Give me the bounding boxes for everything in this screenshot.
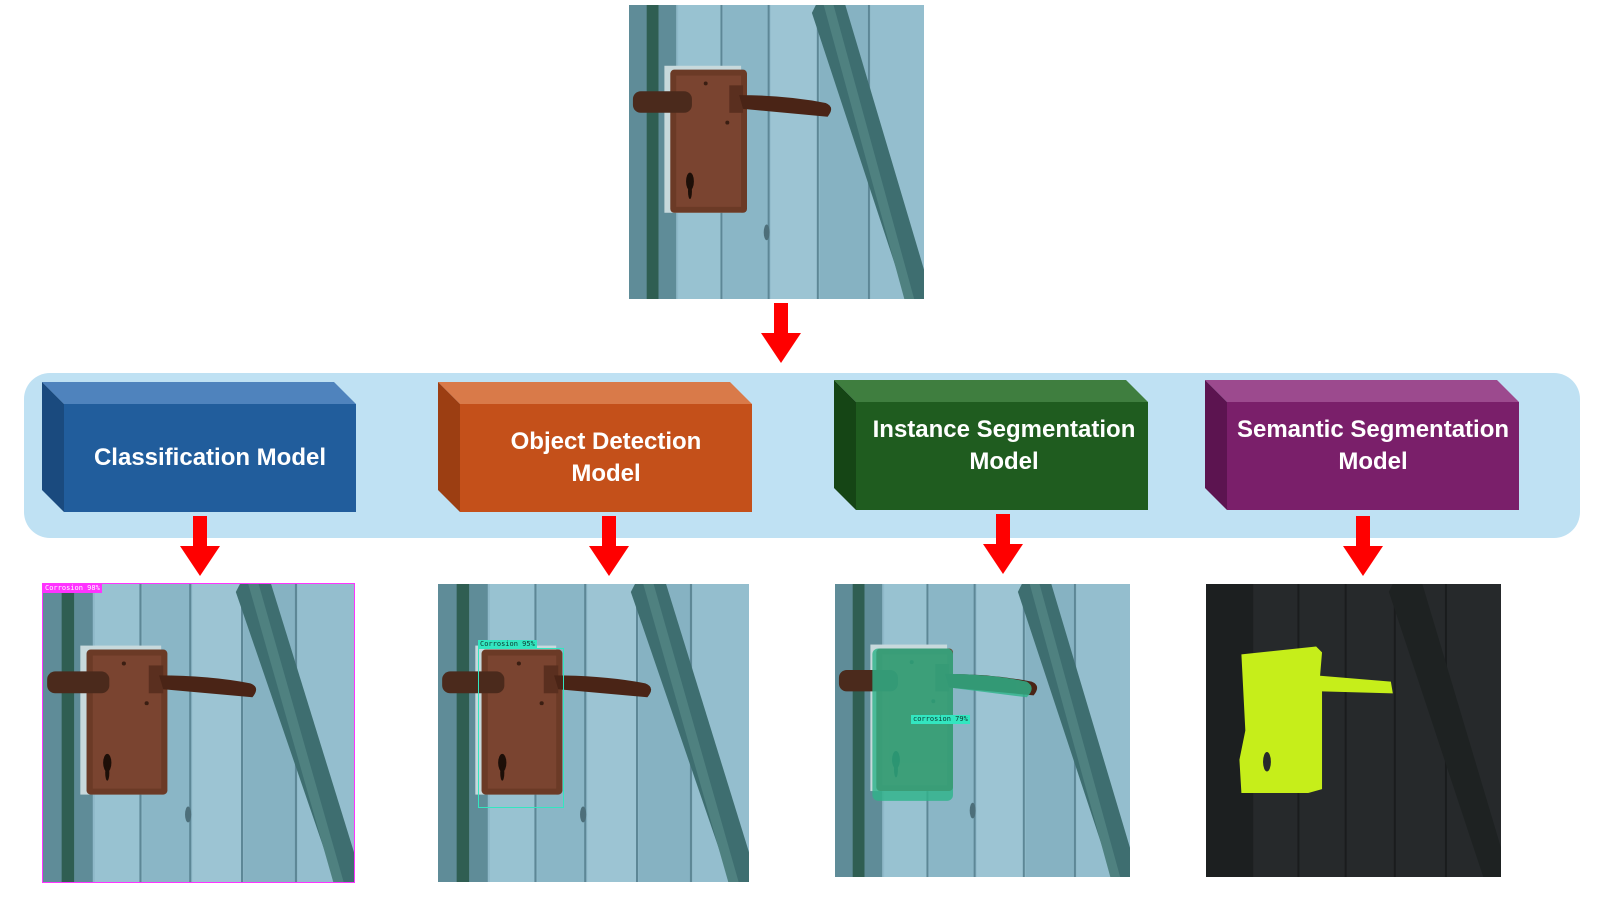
detection-bounding-box	[478, 648, 564, 808]
object-detection-model-box: Object Detection Model	[438, 382, 752, 512]
arrow-down-icon	[180, 516, 220, 576]
model-label: Classification Model	[93, 444, 327, 471]
arrow-down-icon	[761, 303, 801, 363]
arrow-down-icon	[589, 516, 629, 576]
model-label: Semantic Segmentation Model	[1236, 416, 1510, 475]
detection-tag: Corrosion 95%	[478, 640, 537, 649]
model-label: Object Detection Model	[510, 428, 702, 487]
detection-output-image: Corrosion 95%	[438, 584, 749, 882]
instance-segmentation-model-box: Instance Segmentation Model	[834, 380, 1148, 510]
arrow-down-icon	[1343, 516, 1383, 576]
input-image	[629, 5, 924, 299]
instance-tag: corrosion 79%	[911, 715, 970, 724]
arrow-down-icon	[983, 514, 1023, 574]
classification-tag: Corrosion 98%	[43, 584, 102, 593]
model-label: Instance Segmentation Model	[872, 416, 1136, 475]
instance-output-image: corrosion 79%	[835, 584, 1130, 877]
semantic-segmentation-model-box: Semantic Segmentation Model	[1205, 380, 1519, 510]
classification-output-image: Corrosion 98%	[42, 583, 355, 883]
semantic-output-image	[1206, 584, 1501, 877]
classification-model-box: Classification Model	[42, 382, 356, 512]
